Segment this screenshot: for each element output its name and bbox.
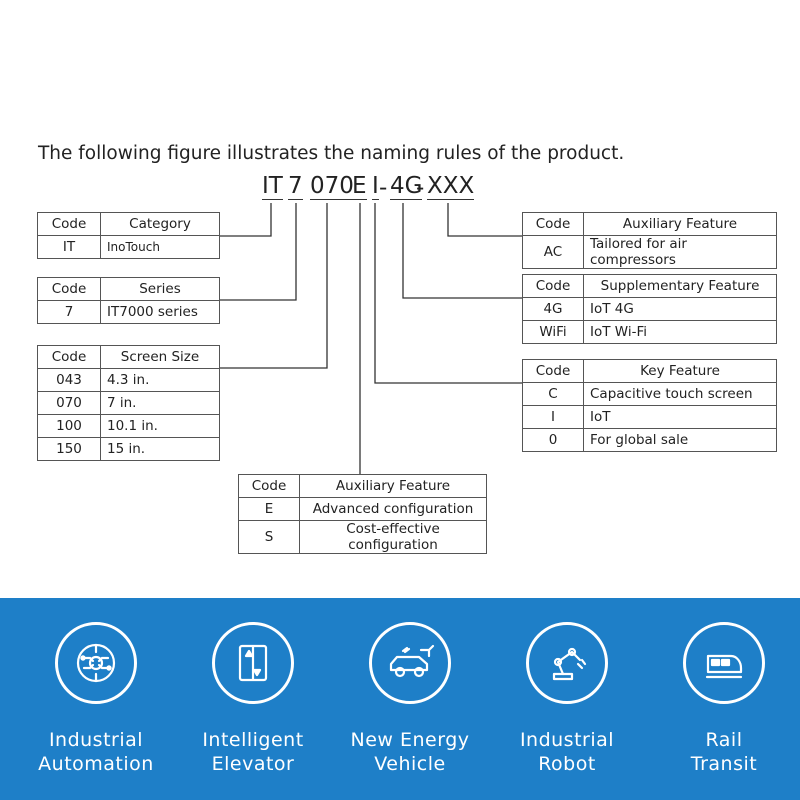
table-header: Auxiliary Feature — [583, 212, 777, 236]
table-cell: WiFi — [522, 320, 584, 344]
table-cell: InoTouch — [100, 235, 220, 259]
electric-car-icon — [369, 622, 451, 704]
table-cell: 150 — [37, 437, 101, 461]
table-cell: Cost-effective configuration — [299, 520, 487, 554]
application-label: Robot — [538, 753, 596, 775]
connector-lines — [220, 203, 522, 474]
application-label: Intelligent — [202, 729, 304, 751]
circuit-gear-icon — [55, 622, 137, 704]
table-cell: IoT 4G — [583, 297, 777, 321]
application-label: Rail — [705, 729, 743, 751]
code-dash: - — [379, 175, 388, 201]
connector-screen-size — [220, 203, 328, 369]
code-segment-screen-size: 070 — [310, 173, 354, 200]
table-cell: 4.3 in. — [100, 368, 220, 392]
code-segment-auxiliary-suffix: XXX — [427, 173, 475, 200]
connector-key-feature — [374, 203, 522, 384]
application-label: Industrial — [519, 729, 615, 751]
table-cell: Capacitive touch screen — [583, 382, 777, 406]
connector-series — [220, 203, 297, 301]
robot-arm-icon — [526, 622, 608, 704]
table-header: Series — [100, 277, 220, 301]
table-header: Screen Size — [100, 345, 220, 369]
table-header: Supplementary Feature — [583, 274, 777, 298]
table-cell: AC — [522, 235, 584, 269]
table-cell: 043 — [37, 368, 101, 392]
table-header: Code — [522, 274, 584, 298]
code-dash: - — [416, 175, 425, 201]
code-segment-category: IT — [262, 173, 283, 200]
connector-category — [220, 203, 272, 237]
table-cell: 7 — [37, 300, 101, 324]
train-icon — [683, 622, 765, 704]
table-cell: Tailored for air compressors — [583, 235, 777, 269]
code-segment-key-feature: I — [372, 173, 379, 200]
code-segment-series: 7 — [288, 173, 303, 200]
table-cell: 070 — [37, 391, 101, 415]
table-header: Code — [37, 212, 101, 236]
connector-supplementary — [402, 203, 522, 299]
code-segment-auxiliary: E — [352, 173, 367, 200]
application-label: Industrial — [48, 729, 144, 751]
table-cell: IT7000 series — [100, 300, 220, 324]
table-header: Auxiliary Feature — [299, 474, 487, 498]
table-cell: S — [238, 520, 300, 554]
table-header: Category — [100, 212, 220, 236]
table-cell: Advanced configuration — [299, 497, 487, 521]
connector-aux-suffix — [447, 203, 522, 237]
table-header: Code — [522, 359, 584, 383]
table-cell: 0 — [522, 428, 584, 452]
application-label: Vehicle — [374, 753, 446, 775]
table-header: Key Feature — [583, 359, 777, 383]
application-label: Transit — [690, 753, 758, 775]
table-cell: IoT — [583, 405, 777, 429]
table-cell: 10.1 in. — [100, 414, 220, 438]
table-cell: C — [522, 382, 584, 406]
application-label: New Energy — [350, 729, 470, 751]
table-cell: 7 in. — [100, 391, 220, 415]
table-cell: I — [522, 405, 584, 429]
table-header: Code — [238, 474, 300, 498]
code-segment-supplementary: 4G — [390, 173, 423, 200]
table-cell: 15 in. — [100, 437, 220, 461]
table-header: Code — [522, 212, 584, 236]
table-cell: IoT Wi-Fi — [583, 320, 777, 344]
application-label: Elevator — [211, 753, 295, 775]
application-label: Automation — [38, 753, 154, 775]
table-header: Code — [37, 277, 101, 301]
table-cell: 100 — [37, 414, 101, 438]
table-cell: For global sale — [583, 428, 777, 452]
table-header: Code — [37, 345, 101, 369]
table-cell: E — [238, 497, 300, 521]
table-cell: IT — [37, 235, 101, 259]
intro-text: The following figure illustrates the nam… — [38, 143, 625, 164]
table-cell: 4G — [522, 297, 584, 321]
elevator-icon — [212, 622, 294, 704]
